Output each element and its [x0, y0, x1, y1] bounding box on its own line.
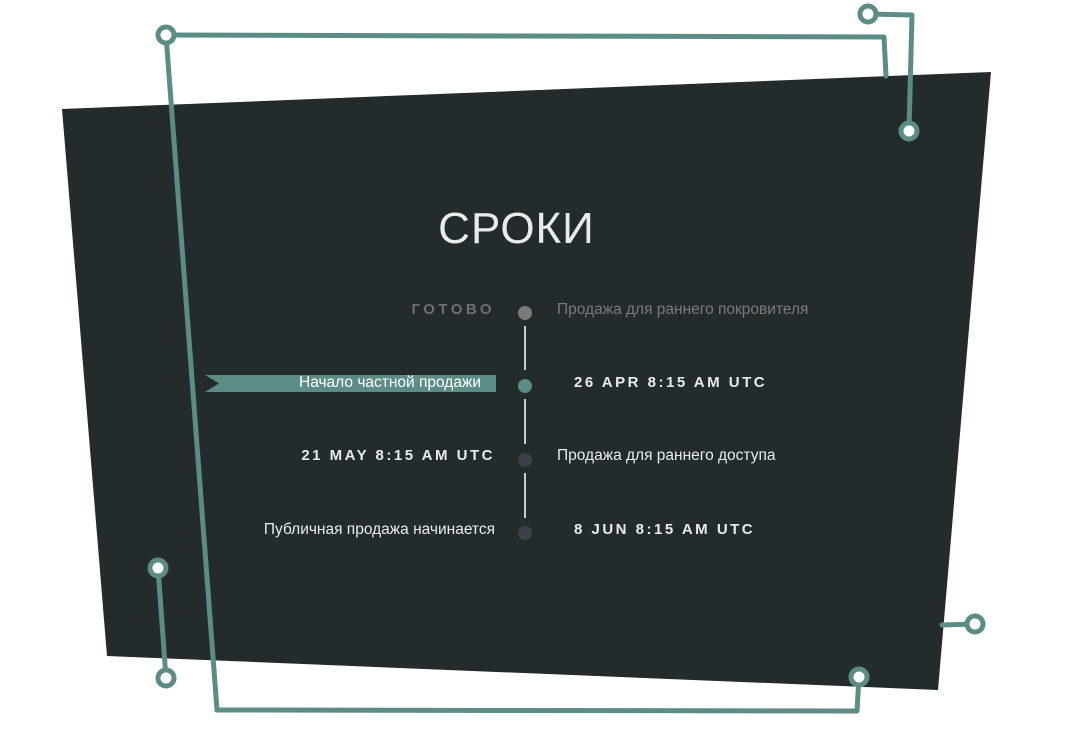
timeline-stage-label: Продажа для раннего покровителя — [557, 301, 809, 318]
timeline-stage-label: Публичная продажа начинается — [263, 521, 495, 538]
section-title: СРОКИ — [438, 204, 595, 253]
timeline-connector — [524, 399, 526, 444]
timeline-date: 26 APR 8:15 AM UTC — [574, 374, 768, 391]
circuit-node — [898, 120, 920, 142]
circuit-line-main — [163, 32, 889, 79]
timeline-dot-upcoming — [518, 526, 532, 540]
active-stage-ribbon — [205, 375, 496, 392]
circuit-line-bottom-left — [155, 565, 169, 681]
circuit-line-left — [163, 32, 862, 714]
circuit-node — [964, 613, 986, 635]
circuit-node — [147, 557, 169, 579]
timeline-date: 21 MAY 8:15 AM UTC — [301, 447, 495, 464]
timeline-dot-active — [518, 379, 532, 393]
timeline-stage-label-active: Начало частной продажи — [299, 374, 481, 391]
timeline-stage-label: Продажа для раннего доступа — [557, 447, 776, 464]
timeline-connector — [524, 326, 526, 370]
circuit-node — [857, 3, 879, 25]
circuit-node — [848, 666, 870, 688]
timeline-date: 8 JUN 8:15 AM UTC — [574, 521, 756, 538]
circuit-node — [155, 24, 177, 46]
timeline-dot-upcoming — [518, 453, 532, 467]
circuit-node — [155, 667, 177, 689]
timeline-dot-done — [518, 306, 532, 320]
circuit-line-top-right — [865, 11, 915, 134]
timeline-connector — [524, 473, 526, 518]
timeline-status-label: ГОТОВО — [411, 301, 495, 318]
